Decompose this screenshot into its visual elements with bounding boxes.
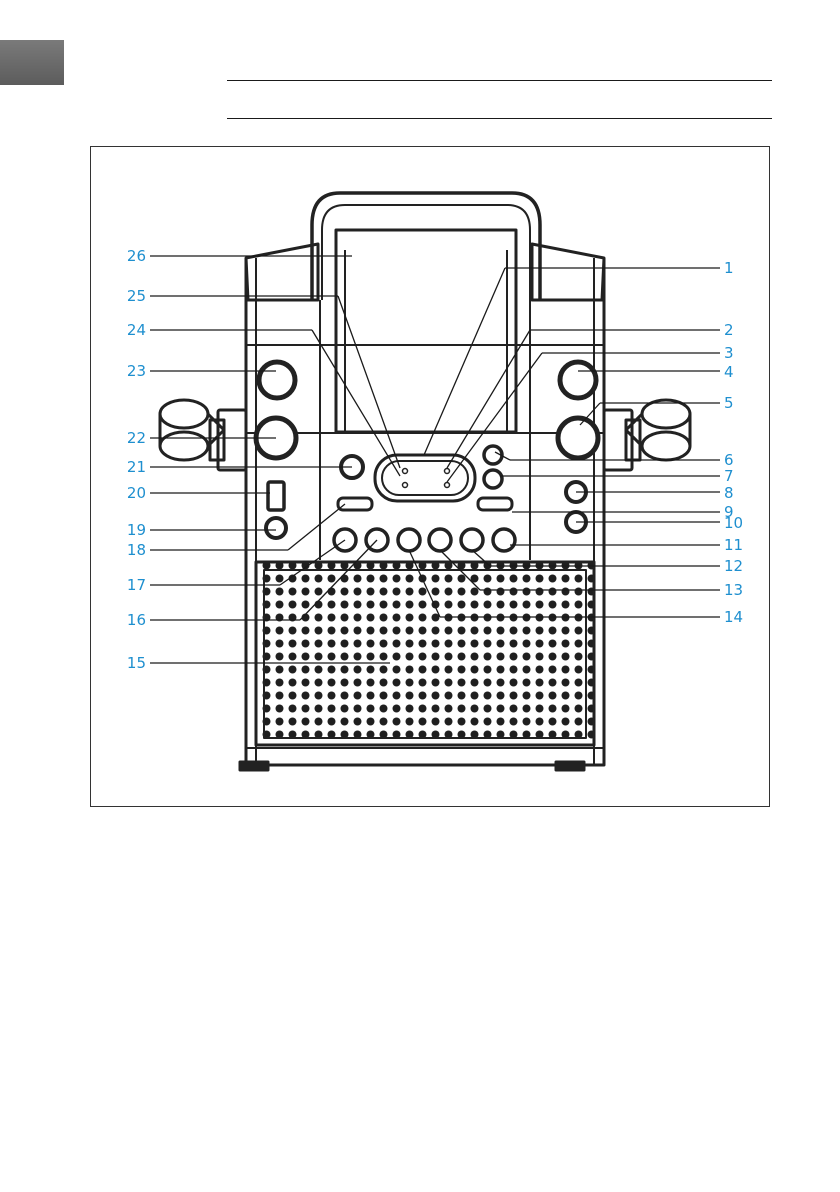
callout-1: 1	[724, 259, 734, 277]
callout-7: 7	[724, 467, 734, 485]
microphone-left	[160, 400, 246, 470]
callout-26: 26	[127, 247, 146, 265]
callout-19: 19	[127, 521, 146, 539]
callout-24: 24	[127, 321, 146, 339]
callout-23: 23	[127, 362, 146, 380]
callout-8: 8	[724, 484, 734, 502]
screen	[336, 230, 516, 432]
callout-14: 14	[724, 608, 743, 626]
callout-3: 3	[724, 344, 734, 362]
callout-10: 10	[724, 514, 743, 532]
callout-4: 4	[724, 363, 734, 381]
knob-4	[560, 362, 596, 398]
knob-23	[259, 362, 295, 398]
callout-21: 21	[127, 458, 146, 476]
button-7	[484, 470, 502, 488]
slider-18	[338, 498, 372, 510]
usb-port-20	[268, 482, 284, 510]
callout-12: 12	[724, 557, 743, 575]
callout-13: 13	[724, 581, 743, 599]
callout-22: 22	[127, 429, 146, 447]
slider-9	[478, 498, 512, 510]
button-19	[266, 518, 286, 538]
callout-25: 25	[127, 287, 146, 305]
callout-11: 11	[724, 536, 743, 554]
callout-18: 18	[127, 541, 146, 559]
callout-20: 20	[127, 484, 146, 502]
knob-5	[558, 418, 598, 458]
callout-15: 15	[127, 654, 146, 672]
callout-2: 2	[724, 321, 734, 339]
callout-17: 17	[127, 576, 146, 594]
callout-5: 5	[724, 394, 734, 412]
callout-16: 16	[127, 611, 146, 629]
